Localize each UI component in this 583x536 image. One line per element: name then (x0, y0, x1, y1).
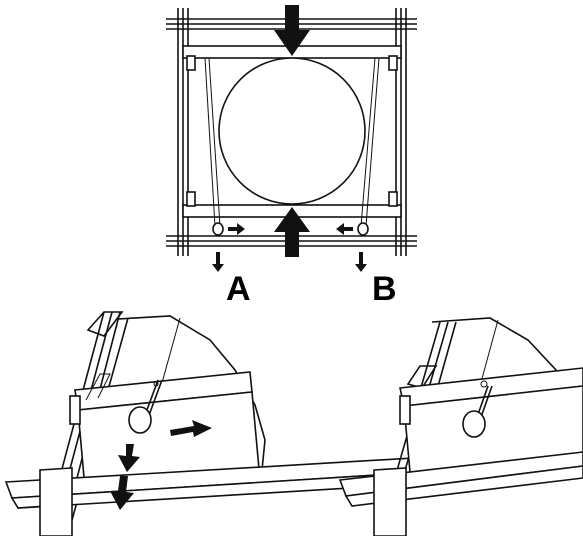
detail-b-perspective (338, 317, 583, 536)
arrow-right-icon (228, 223, 245, 235)
arrow-down-icon (118, 444, 140, 472)
top-view-frame: A B (166, 5, 417, 308)
arrow-down-icon (274, 5, 310, 56)
arrow-up-icon (274, 207, 310, 257)
safety-cable-right (357, 57, 380, 236)
arrow-down-icon (355, 252, 367, 272)
arrow-down-icon (212, 252, 224, 272)
label-a: A (226, 270, 251, 308)
label-b: B (372, 270, 397, 308)
speaker-circle (218, 57, 366, 205)
arrow-right-icon (170, 420, 212, 437)
arrow-down-icon (110, 476, 134, 510)
arrow-left-icon (336, 223, 353, 235)
safety-cable-left (204, 57, 224, 236)
